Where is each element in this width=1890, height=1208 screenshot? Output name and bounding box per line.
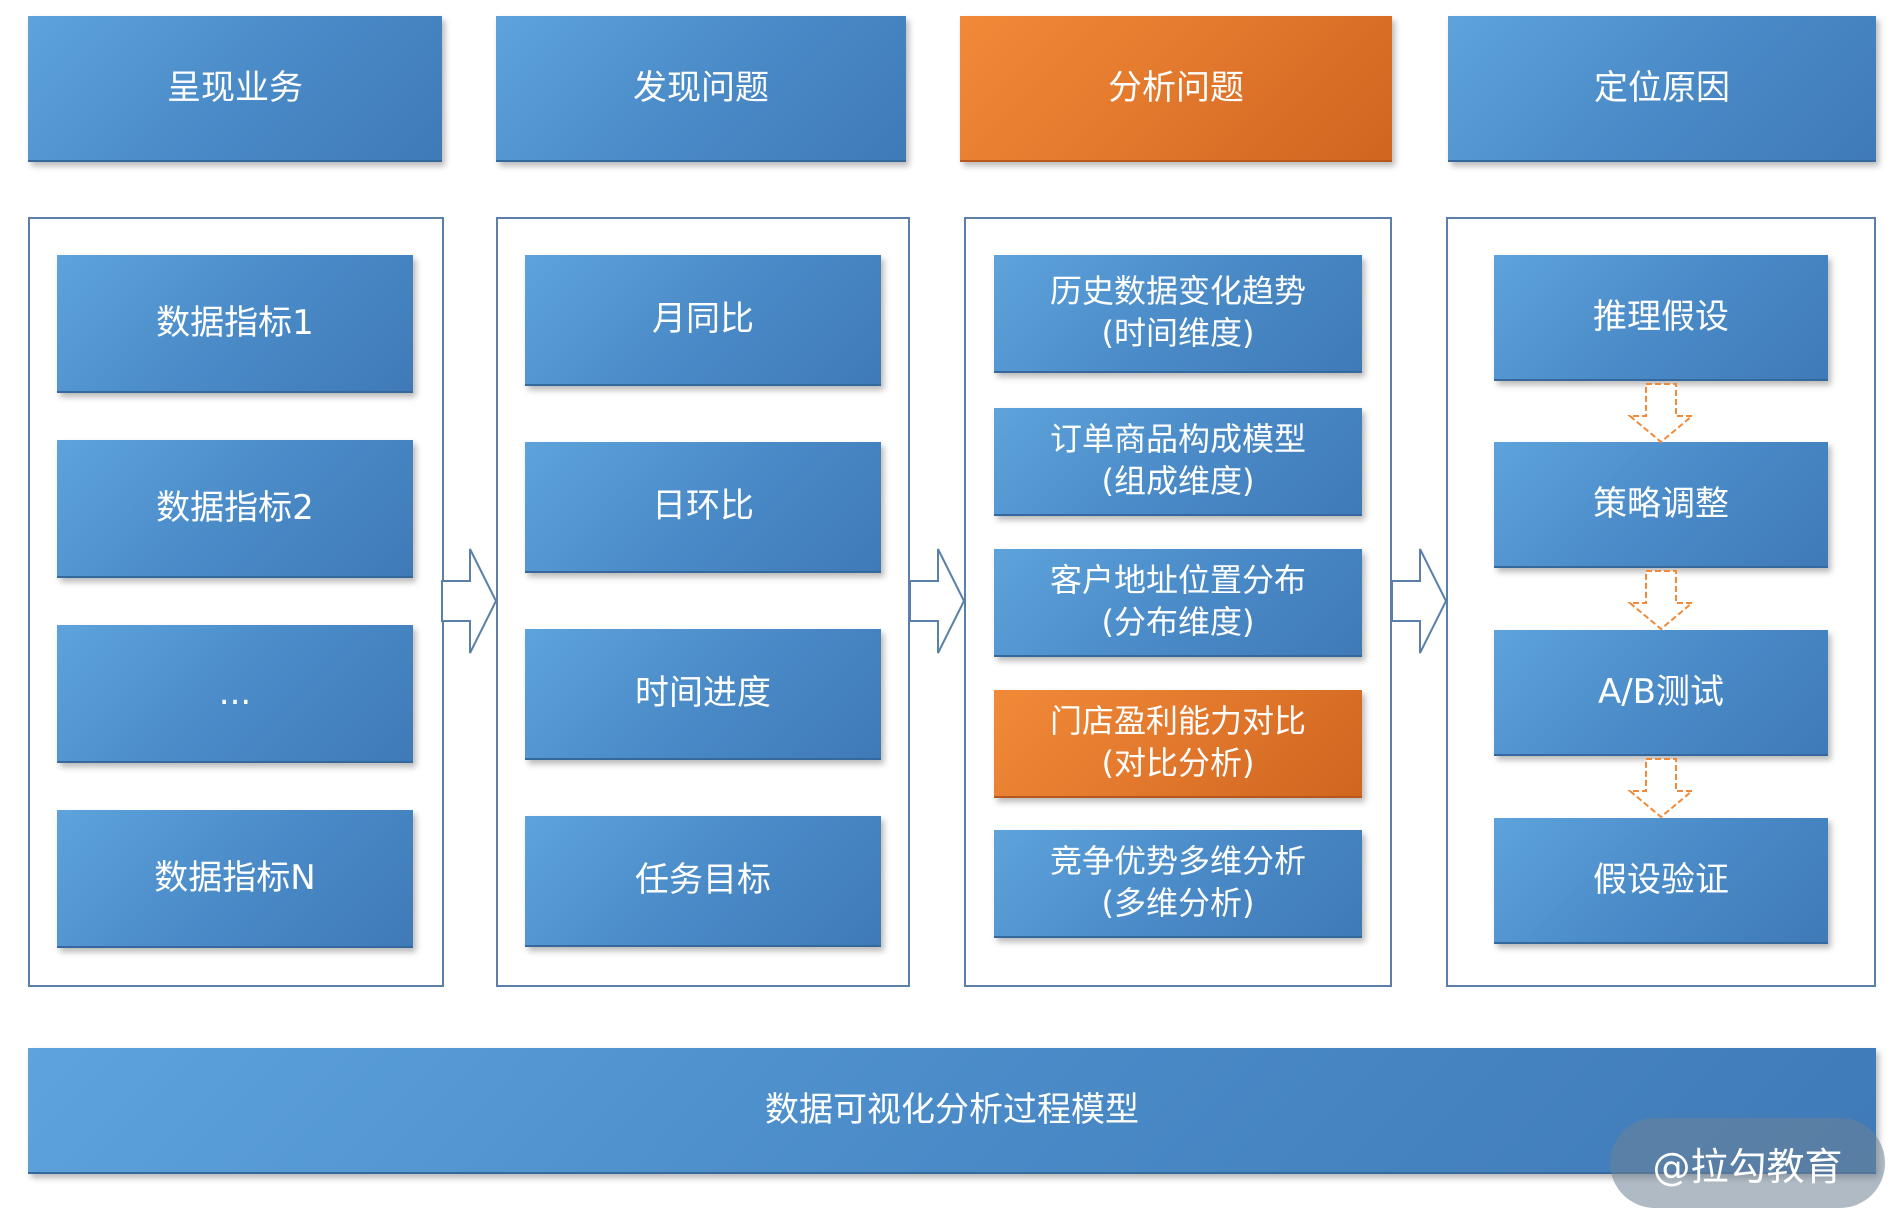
metric-box: ... <box>57 625 413 763</box>
metric-box: 数据指标N <box>57 810 413 948</box>
comparison-label: 任务目标 <box>635 860 771 901</box>
analysis-title: 历史数据变化趋势 <box>1049 272 1306 311</box>
header-label: 定位原因 <box>1594 67 1730 108</box>
right-arrow-icon <box>909 548 966 654</box>
cause-step-box: A/B测试 <box>1494 630 1828 756</box>
comparison-box: 月同比 <box>525 255 881 386</box>
comparison-label: 日环比 <box>652 486 754 527</box>
down-arrow-icon <box>1627 570 1695 631</box>
footer-model-title: 数据可视化分析过程模型 <box>28 1048 1876 1174</box>
cause-step-label: 推理假设 <box>1593 296 1729 337</box>
analysis-box: 客户地址位置分布 (分布维度) <box>994 549 1362 657</box>
analysis-title: 客户地址位置分布 <box>1049 561 1306 600</box>
header-locate-cause: 定位原因 <box>1448 16 1876 162</box>
analysis-title: 竞争优势多维分析 <box>1049 842 1306 881</box>
cause-step-box: 策略调整 <box>1494 442 1828 568</box>
metric-label: ... <box>218 672 252 713</box>
cause-step-label: 策略调整 <box>1593 483 1729 524</box>
header-find-problem: 发现问题 <box>496 16 906 162</box>
cause-step-box: 推理假设 <box>1494 255 1828 381</box>
analysis-box: 订单商品构成模型 (组成维度) <box>994 408 1362 516</box>
metric-label: 数据指标N <box>154 857 316 898</box>
analysis-dimension: (多维分析) <box>1101 884 1255 922</box>
comparison-box: 日环比 <box>525 442 881 573</box>
metric-box: 数据指标1 <box>57 255 413 393</box>
header-present-business: 呈现业务 <box>28 16 442 162</box>
right-arrow-icon <box>441 548 498 654</box>
header-label: 呈现业务 <box>167 67 303 108</box>
analysis-title: 订单商品构成模型 <box>1049 420 1306 459</box>
analysis-dimension: (分布维度) <box>1101 603 1255 641</box>
metric-box: 数据指标2 <box>57 440 413 578</box>
cause-step-box: 假设验证 <box>1494 818 1828 944</box>
header-analyze-problem: 分析问题 <box>960 16 1392 162</box>
header-label: 发现问题 <box>633 67 769 108</box>
comparison-label: 时间进度 <box>635 673 771 714</box>
comparison-box: 时间进度 <box>525 629 881 760</box>
down-arrow-icon <box>1627 383 1695 444</box>
watermark-label: @拉勾教育 <box>1652 1144 1843 1189</box>
footer-label: 数据可视化分析过程模型 <box>765 1089 1139 1130</box>
analysis-dimension: (对比分析) <box>1101 744 1255 782</box>
comparison-label: 月同比 <box>652 299 754 340</box>
analysis-dimension: (组成维度) <box>1101 462 1255 500</box>
analysis-dimension: (时间维度) <box>1101 314 1255 352</box>
watermark: @拉勾教育 <box>1610 1118 1885 1208</box>
cause-step-label: A/B测试 <box>1597 671 1725 712</box>
analysis-box: 竞争优势多维分析 (多维分析) <box>994 830 1362 938</box>
analysis-title: 门店盈利能力对比 <box>1049 702 1306 741</box>
metric-label: 数据指标2 <box>156 487 314 528</box>
header-label: 分析问题 <box>1108 67 1244 108</box>
analysis-box: 历史数据变化趋势 (时间维度) <box>994 255 1362 373</box>
analysis-box-highlight: 门店盈利能力对比 (对比分析) <box>994 690 1362 798</box>
right-arrow-icon <box>1391 548 1448 654</box>
metric-label: 数据指标1 <box>156 302 314 343</box>
comparison-box: 任务目标 <box>525 816 881 947</box>
cause-step-label: 假设验证 <box>1593 859 1729 900</box>
down-arrow-icon <box>1627 758 1695 819</box>
